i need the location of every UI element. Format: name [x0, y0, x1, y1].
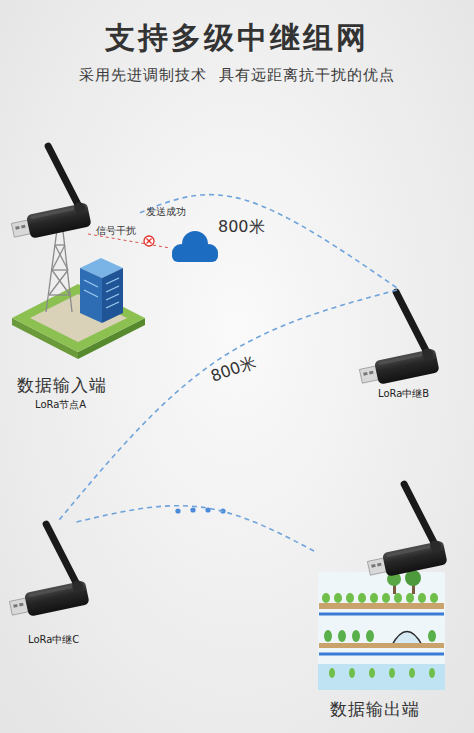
power-station [12, 222, 145, 359]
plant-row [322, 593, 438, 603]
tree-crown [405, 570, 421, 586]
lora-dongle [345, 287, 439, 388]
lora-dongle [0, 141, 92, 242]
blocked-mark [144, 236, 154, 246]
radio-link [140, 195, 400, 290]
lora-device: 数据输入端LoRa节点A [8, 140, 140, 420]
water-pipe [319, 613, 444, 616]
device-label: LoRa中继C [28, 633, 79, 647]
water-pipe [319, 653, 444, 656]
device-label: 数据输出端 [330, 698, 420, 721]
subtitle: 采用先进调制技术 具有远距离抗干扰的优点 [0, 66, 474, 85]
plant-row [329, 668, 435, 678]
lora-device: LoRa中继C [10, 522, 105, 650]
lora-dongle [0, 519, 90, 620]
scene-backdrop [318, 572, 445, 690]
distance-label: 800米 [218, 217, 265, 238]
status-note: 信号干扰 [96, 224, 136, 238]
building-windows [84, 278, 119, 308]
continuation-dots [175, 507, 225, 513]
distance-label: 800米 [208, 352, 259, 388]
farm-scene [318, 570, 445, 690]
radio-link [77, 506, 316, 552]
device-label: 数据输入端 [17, 374, 107, 397]
diagram-title: 支持多级中继组网 [0, 18, 474, 59]
platform-top [12, 284, 145, 352]
building-face [102, 268, 123, 323]
device-label: LoRa中继B [378, 387, 429, 401]
soil-bed [319, 643, 444, 648]
water-pool [318, 664, 445, 690]
lora-device: LoRa中继B [352, 290, 452, 402]
plant-row [324, 630, 436, 642]
interference-line [88, 234, 170, 248]
device-sublabel: LoRa节点A [35, 398, 86, 412]
status-note: 发送成功 [146, 205, 186, 219]
building-face [80, 268, 102, 323]
lora-dongle [353, 479, 447, 580]
lattice-tower [46, 222, 72, 312]
lora-device: 数据输出端 [315, 478, 455, 723]
soil-bed [319, 603, 444, 609]
radio-link [58, 290, 398, 522]
cloud-icon [172, 231, 218, 262]
greenhouse [392, 632, 422, 646]
